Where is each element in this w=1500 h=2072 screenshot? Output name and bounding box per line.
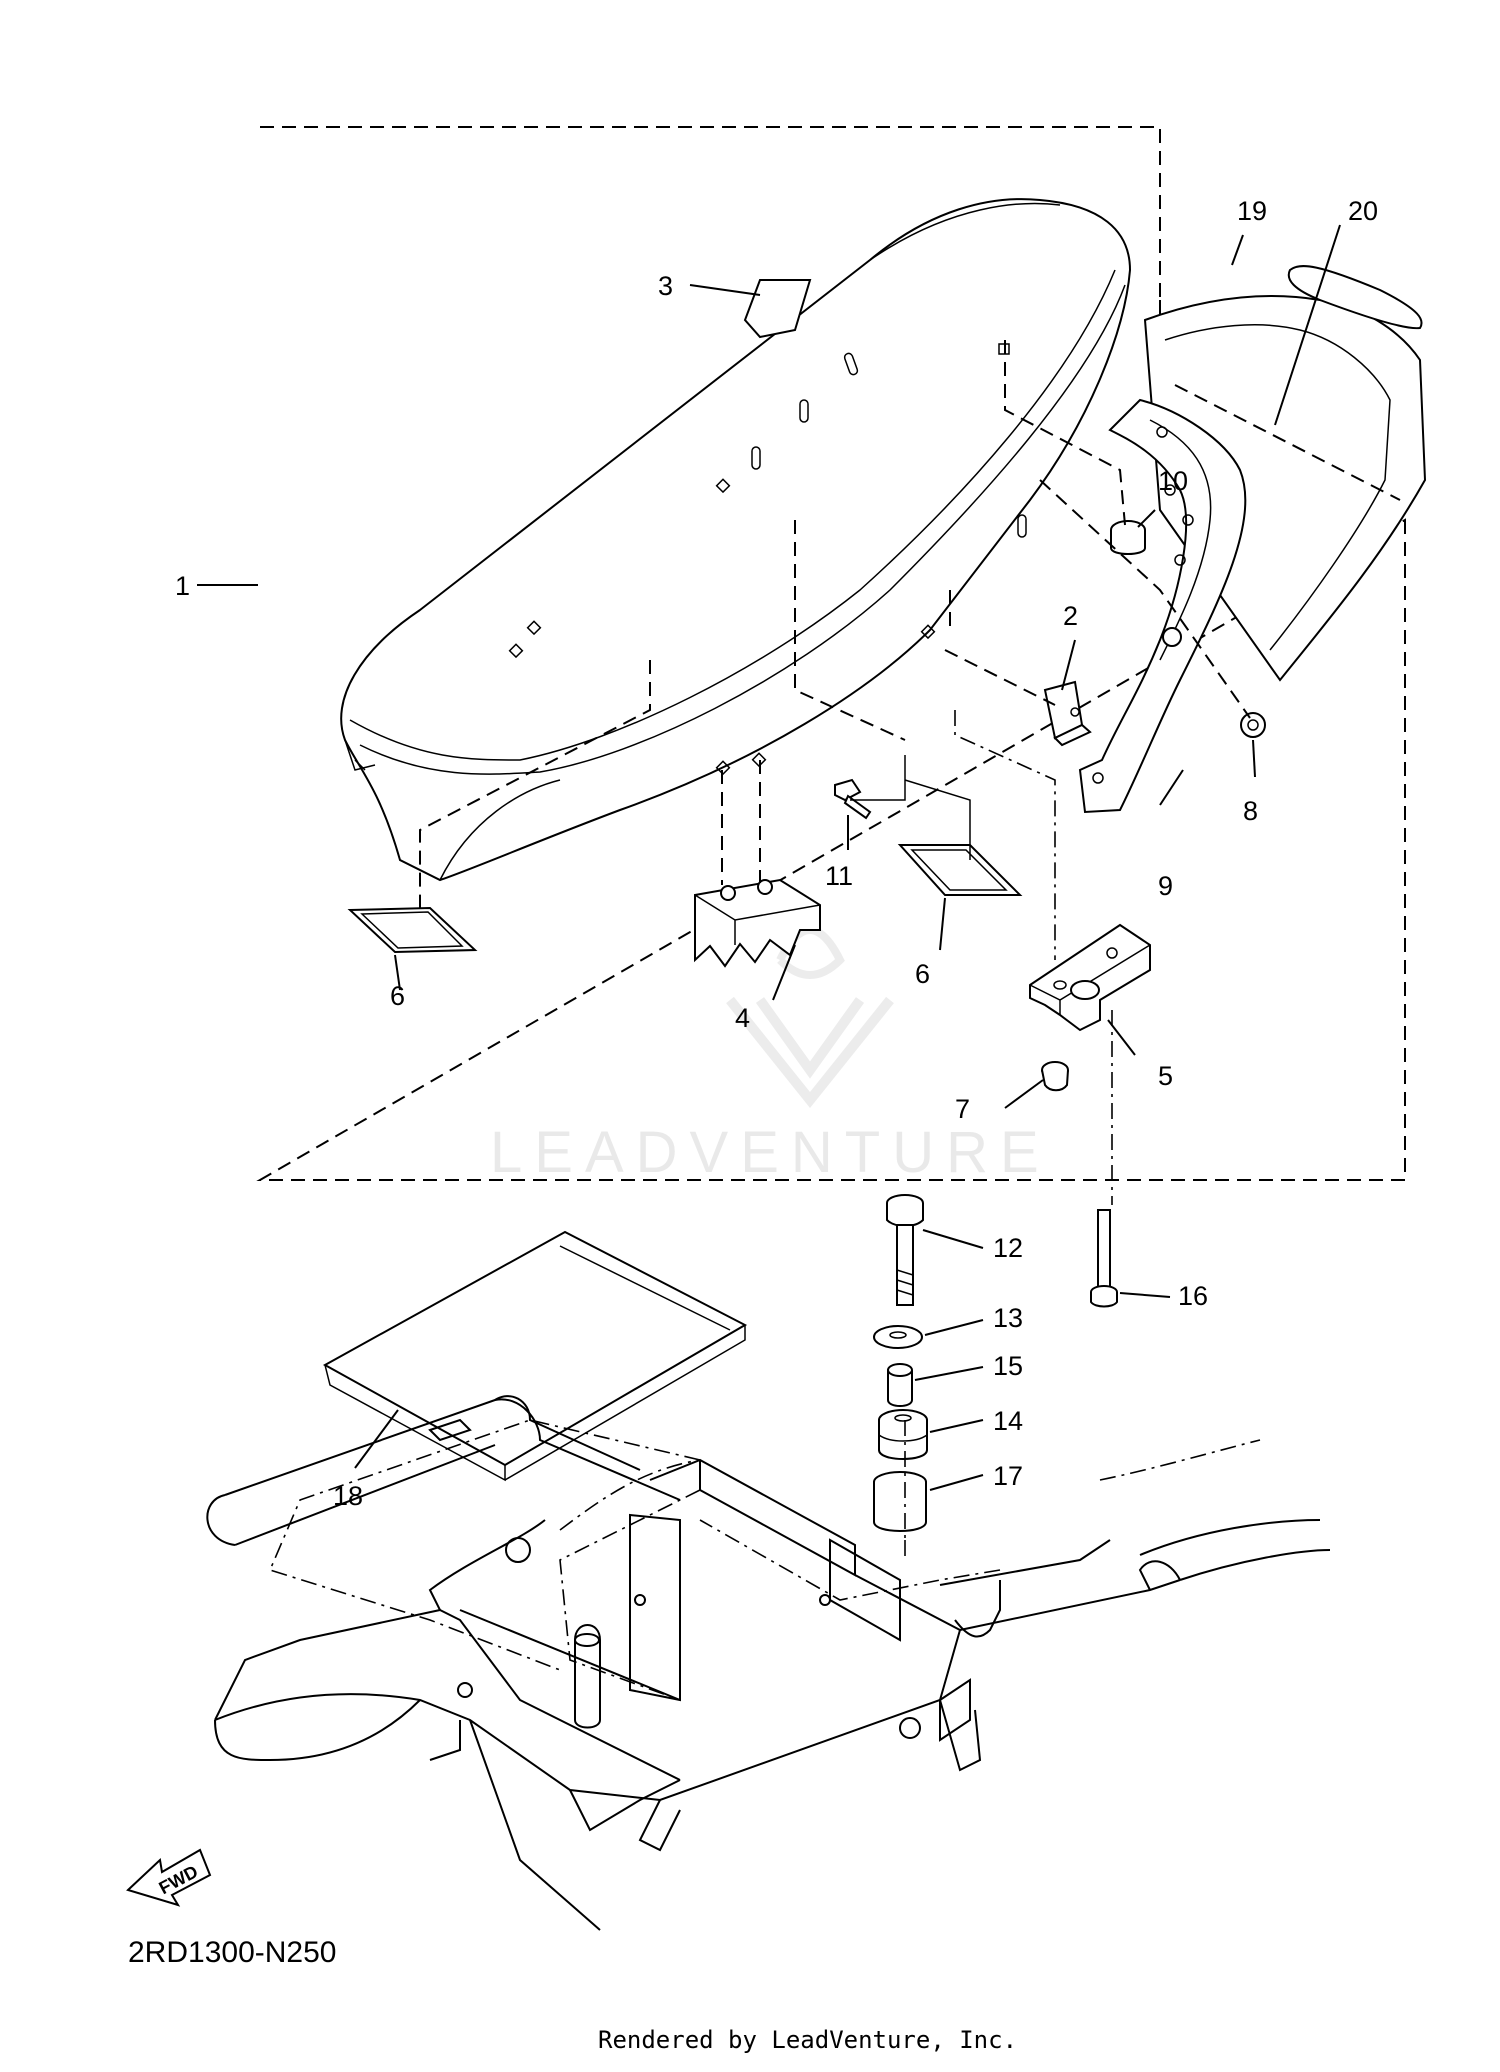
pad-left xyxy=(347,906,478,954)
bracket xyxy=(1029,923,1151,1032)
watermark: LEADVENTURE xyxy=(490,926,1051,1185)
bolt-11 xyxy=(834,778,872,820)
leader-lines xyxy=(197,224,1341,1491)
callout-6-right: 6 xyxy=(915,959,930,989)
callout-4: 4 xyxy=(735,1003,750,1033)
callout-8: 8 xyxy=(1243,796,1258,826)
centre-lines xyxy=(419,340,1401,1560)
collar-15 xyxy=(887,1363,913,1407)
clip xyxy=(1043,680,1092,747)
footer-credit: Rendered by LeadVenture, Inc. xyxy=(598,2026,1017,2054)
callout-10: 10 xyxy=(1158,466,1188,496)
damper xyxy=(1110,520,1146,555)
tool-sheet xyxy=(322,1230,748,1482)
callout-17: 17 xyxy=(993,1461,1023,1491)
callout-2: 2 xyxy=(1063,601,1078,631)
callout-19: 19 xyxy=(1237,196,1267,226)
callout-5: 5 xyxy=(1158,1061,1173,1091)
callout-6-left: 6 xyxy=(390,981,405,1011)
bolt-12 xyxy=(886,1194,924,1306)
callout-9: 9 xyxy=(1158,871,1173,901)
collar-17 xyxy=(873,1471,927,1532)
callout-7: 7 xyxy=(955,1094,970,1124)
callout-16: 16 xyxy=(1178,1281,1208,1311)
callout-15: 15 xyxy=(993,1351,1023,1381)
callout-12: 12 xyxy=(993,1233,1023,1263)
grommet-7 xyxy=(1041,1061,1069,1092)
callout-1: 1 xyxy=(175,571,190,601)
nut-8 xyxy=(1240,712,1266,738)
pad-right xyxy=(897,844,1023,896)
callout-14: 14 xyxy=(993,1406,1023,1436)
fwd-arrow-icon: FWD xyxy=(126,1848,212,1907)
damper-14 xyxy=(878,1409,928,1460)
diagram-code: 2RD1300-N250 xyxy=(128,1936,336,1969)
callout-11: 11 xyxy=(825,861,853,891)
washer-13 xyxy=(873,1325,923,1349)
vehicle-frame xyxy=(206,1395,1331,1931)
seat-label xyxy=(743,279,812,339)
callout-13: 13 xyxy=(993,1303,1023,1333)
holder xyxy=(694,878,821,968)
watermark-text: LEADVENTURE xyxy=(490,1120,1051,1185)
bolt-16 xyxy=(1090,1209,1118,1308)
callout-20: 20 xyxy=(1348,196,1378,226)
seat-frame xyxy=(1078,398,1247,814)
callout-18: 18 xyxy=(333,1481,363,1511)
seat xyxy=(340,198,1132,882)
callout-3: 3 xyxy=(658,271,673,301)
callout-labels: 1 2 3 4 5 6 6 7 8 9 10 11 12 13 14 15 16… xyxy=(175,196,1378,1511)
